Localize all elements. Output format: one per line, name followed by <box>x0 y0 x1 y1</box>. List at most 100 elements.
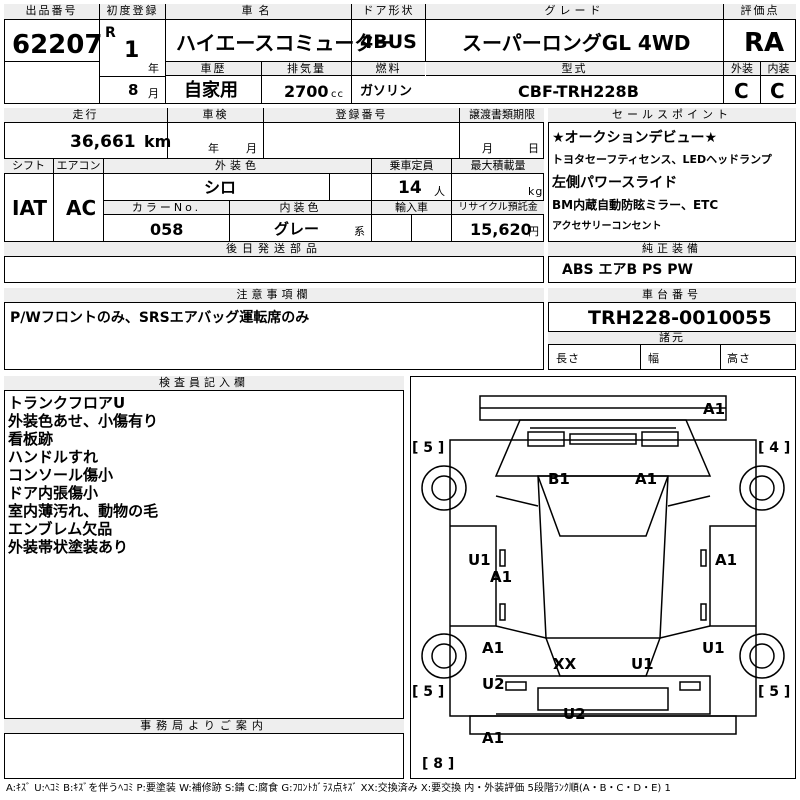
displacement-label: 排気量 <box>262 62 351 76</box>
grade-label: グレード <box>426 4 723 20</box>
inspector-line: エンブレム欠品 <box>8 520 113 538</box>
color-label: 外装色 <box>104 159 371 174</box>
car-diagram <box>421 395 785 735</box>
recycle-unit: 円 <box>528 225 540 238</box>
load-unit: kg <box>528 185 544 198</box>
mileage: 36,661 <box>70 132 136 152</box>
model-label: 型式 <box>426 62 723 76</box>
color-no-label: カラーNo. <box>104 201 229 215</box>
recycle-label: リサイクル預託金 <box>452 201 544 215</box>
sales-point-line: アクセサリーコンセント <box>552 221 662 232</box>
load-label: 最大積載量 <box>452 159 544 174</box>
inspection-label: 車検 <box>168 108 263 123</box>
int-color: グレー <box>274 220 320 238</box>
tire-tag-rear-right: [ 5 ] <box>758 684 791 700</box>
height-label: 高さ <box>727 352 751 365</box>
dims-label: 諸元 <box>548 332 796 345</box>
model: CBF-TRH228B <box>518 82 639 101</box>
ac-label: エアコン <box>54 159 103 174</box>
transfer-day-unit: 日 <box>528 142 540 155</box>
first-reg-year: 1 <box>124 38 140 63</box>
history-label: 車歴 <box>166 62 261 76</box>
sales-point-line: ★オークションデビュー★ <box>552 130 718 146</box>
tire-tag-front-right: [ 4 ] <box>758 440 791 456</box>
damage-mark-hood-right: A1 <box>635 470 658 488</box>
genuine-label: 純正装備 <box>548 242 796 257</box>
exterior-label: 外装 <box>724 62 760 76</box>
inspector-line: 外装帯状塗装あり <box>8 538 129 556</box>
displacement-unit: cc <box>331 89 344 100</box>
fuel-label: 燃料 <box>352 62 425 76</box>
tire-tag-rear-left: [ 5 ] <box>412 684 445 700</box>
inspector-line: 外装色あせ、小傷有り <box>8 412 159 430</box>
damage-mark-right-door: A1 <box>715 551 738 569</box>
legend-text: A:ｷｽﾞ U:ﾍｺﾐ B:ｷｽﾞを伴うﾍｺﾐ P:要塗装 W:補修跡 S:錆 … <box>6 783 671 794</box>
damage-mark-front-roof: A1 <box>703 400 726 418</box>
damage-mark-left-rear-quarter: U2 <box>482 675 505 693</box>
transfer-label: 譲渡書類期限 <box>460 108 544 123</box>
notes-label: 注意事項欄 <box>4 288 544 303</box>
recycle-fee: 15,620 <box>470 220 532 239</box>
damage-mark-left-rear-wheel: A1 <box>482 639 505 657</box>
mileage-unit: km <box>144 132 172 151</box>
capacity-unit: 人 <box>434 185 446 198</box>
car-diagram-panel <box>410 376 796 779</box>
damage-mark-left-door: U1 <box>468 551 491 569</box>
office-label: 事務局よりご案内 <box>4 719 404 734</box>
chassis-number: TRH228-0010055 <box>588 307 772 329</box>
interior-grade: C <box>770 79 785 103</box>
damage-mark-rear-center-right: U1 <box>631 655 654 673</box>
sales-point-line: トヨタセーフティセンス、LEDヘッドランプ <box>552 153 772 166</box>
first-reg-label: 初度登録 <box>100 4 165 20</box>
inspector-notes: トランクフロアU 外装色あせ、小傷有り 看板跡 ハンドルすれ コンソール傷小 ド… <box>8 394 398 556</box>
inspector-line: ドア内張傷小 <box>8 484 99 502</box>
damage-mark-left-door-2: A1 <box>490 568 513 586</box>
door-label: ドア形状 <box>352 4 425 20</box>
exterior-grade: C <box>734 79 749 103</box>
inspector-line: コンソール傷小 <box>8 466 114 484</box>
interior-label: 内装 <box>761 62 796 76</box>
damage-mark-right-rear-wheel: U1 <box>702 639 725 657</box>
import-label: 輸入車 <box>372 201 451 215</box>
damage-mark-rear-bumper: U2 <box>563 705 586 723</box>
int-color-label: 内装色 <box>230 201 371 215</box>
fuel: ガソリン <box>360 84 413 99</box>
mileage-label: 走行 <box>4 108 167 123</box>
sales-points-label: セールスポイント <box>548 108 796 123</box>
car-name-label: 車名 <box>166 4 351 20</box>
inspector-line: 室内薄汚れ、動物の毛 <box>8 502 159 520</box>
car-name: ハイエースコミューター <box>176 31 395 55</box>
inspector-line: 看板跡 <box>8 430 54 448</box>
tire-tag-spare: [ 8 ] <box>422 756 455 772</box>
sales-point-line: 左側パワースライド <box>552 175 678 191</box>
score: RA <box>744 28 785 58</box>
lot-no-label: 出品番号 <box>4 4 99 20</box>
shift: IAT <box>12 196 48 220</box>
color: シロ <box>204 178 237 197</box>
transfer-month-unit: 月 <box>482 142 494 155</box>
registration-label: 登録番号 <box>264 108 459 123</box>
color-no: 058 <box>150 220 184 239</box>
notes-text: P/Wフロントのみ、SRSエアバッグ運転席のみ <box>10 310 310 326</box>
shift-label: シフト <box>4 159 53 174</box>
year-unit: 年 <box>148 62 160 75</box>
capacity: 14 <box>398 178 422 198</box>
inspector-line: トランクフロアU <box>8 394 126 412</box>
first-reg-month: 8 <box>128 81 139 99</box>
chassis-label: 車台番号 <box>548 288 796 303</box>
width-label: 幅 <box>648 352 660 365</box>
genuine-equipment: ABS エアB PS PW <box>562 262 693 278</box>
month-unit: 月 <box>148 87 160 100</box>
inspection-month-unit: 月 <box>246 142 258 155</box>
history: 自家用 <box>184 80 238 101</box>
capacity-label: 乗車定員 <box>372 159 451 174</box>
displacement: 2700 <box>284 82 329 101</box>
damage-mark-rear-bottom: A1 <box>482 729 505 747</box>
inspection-year-unit: 年 <box>208 142 220 155</box>
int-color-unit: 系 <box>354 225 366 238</box>
later-parts-label: 後日発送部品 <box>4 242 544 257</box>
air-conditioner: AC <box>66 196 97 220</box>
sales-point-line: BM内蔵自動防眩ミラー、ETC <box>552 198 719 212</box>
era: R <box>105 25 116 41</box>
tire-tag-front-left: [ 5 ] <box>412 440 445 456</box>
